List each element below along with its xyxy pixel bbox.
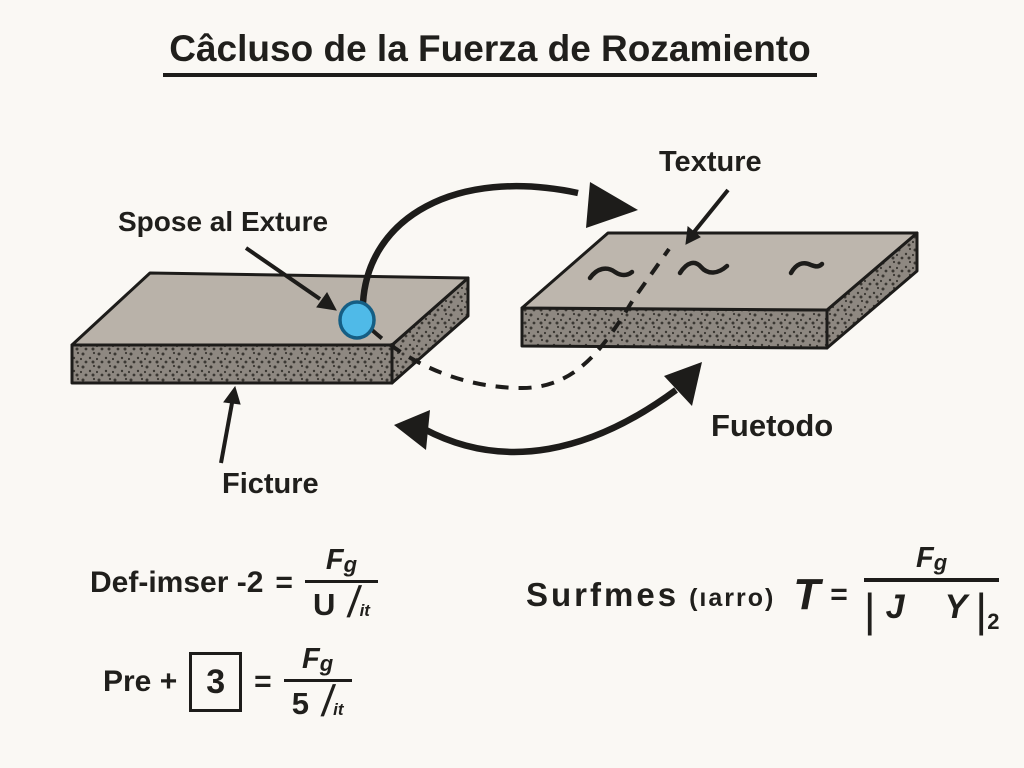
formula-1-num-g: g: [343, 552, 358, 577]
label-force: Fuetodo: [711, 408, 834, 443]
formula-1: Def-imser -2 = F g U / it: [90, 546, 378, 627]
label-top-surface-point: Spose al Exture: [118, 206, 329, 237]
formula-3-den-j: J: [885, 588, 905, 626]
formula-3-label: Surfmes: [526, 576, 680, 613]
contact-point-dot: [338, 300, 376, 340]
spose-arrow-line: [244, 246, 322, 301]
page-title: Câcluso de la Fuerza de Rozamiento: [0, 28, 980, 77]
left-slab-front-face: [70, 343, 394, 385]
right-slab-front-face: [520, 306, 829, 350]
formula-1-fraction: F g U / it: [304, 546, 378, 627]
bottom-arc-arrow: [394, 362, 702, 456]
formula-3-fraction: F g | J Y | 2: [863, 544, 1000, 636]
formula-1-den-coeff: U: [312, 587, 336, 623]
texture-squiggles: [587, 260, 825, 281]
formula-1-denominator: U / it: [304, 578, 378, 627]
formula-2-den-sub: it: [333, 700, 344, 720]
spose-arrowhead-icon: [316, 292, 337, 311]
formula-3-num-f: F: [916, 542, 934, 574]
formula-2-num-g: g: [319, 651, 334, 676]
formula-1-equals: =: [275, 566, 293, 600]
formula-2-denominator: 5 / it: [283, 677, 352, 726]
formula-3-variable: T: [793, 570, 821, 619]
formula-1-den-sub: it: [359, 601, 370, 621]
top-arc-arrowhead-icon: [586, 182, 638, 228]
bottom-arc-line: [422, 387, 678, 456]
bottom-arc-right-arrowhead-icon: [664, 362, 702, 406]
formula-3: Surfmes (ıarro) T = F g | J Y | 2: [526, 544, 1000, 638]
texture-arrow-line: [692, 188, 730, 234]
dashed-link-curve: [370, 247, 671, 391]
squiggle-3: [788, 261, 825, 276]
page-title-text: Câcluso de la Fuerza de Rozamiento: [163, 28, 817, 77]
left-slab: [70, 271, 470, 385]
bottom-arc-left-arrowhead-icon: [394, 410, 430, 450]
formula-2-numerator: F g: [292, 645, 343, 679]
formula-1-num-f: F: [325, 544, 344, 576]
formula-2-equals: =: [254, 665, 272, 699]
ficture-arrowhead-icon: [223, 385, 241, 405]
formula-2-lhs: Pre +: [103, 665, 178, 699]
formula-3-paren: (ıarro): [689, 583, 776, 612]
formula-3-den-y: Y: [944, 588, 968, 626]
right-slab: [520, 231, 919, 350]
formula-1-lhs: Def-imser -2: [90, 566, 264, 600]
label-bottom-surface: Ficture: [222, 468, 319, 500]
squiggle-1: [587, 266, 635, 281]
formula-2-den-coeff: 5: [291, 686, 309, 722]
formula-1-numerator: F g: [316, 546, 367, 580]
formula-3-equals: =: [830, 578, 848, 611]
formula-2-boxed-value: 3: [189, 652, 243, 713]
formula-3-denominator: | J Y | 2: [863, 578, 1000, 636]
formula-3-subscript: 2: [987, 609, 1000, 634]
ficture-arrow-line: [219, 402, 234, 464]
squiggle-2: [677, 260, 730, 276]
top-arc-arrow: [359, 182, 638, 304]
formula-3-numerator: F g: [906, 544, 957, 578]
label-texture: Texture: [659, 146, 762, 178]
left-bar-icon: |: [863, 584, 876, 636]
formula-3-num-g: g: [933, 550, 948, 575]
texture-arrowhead-icon: [685, 226, 701, 245]
formula-2-fraction: F g 5 / it: [283, 645, 352, 726]
formula-2-num-f: F: [302, 643, 320, 675]
formula-2: Pre + 3 = F g 5 / it: [103, 645, 352, 726]
label-arrows: [219, 188, 730, 464]
right-bar-icon: |: [975, 584, 988, 636]
top-arc-line: [359, 182, 579, 304]
